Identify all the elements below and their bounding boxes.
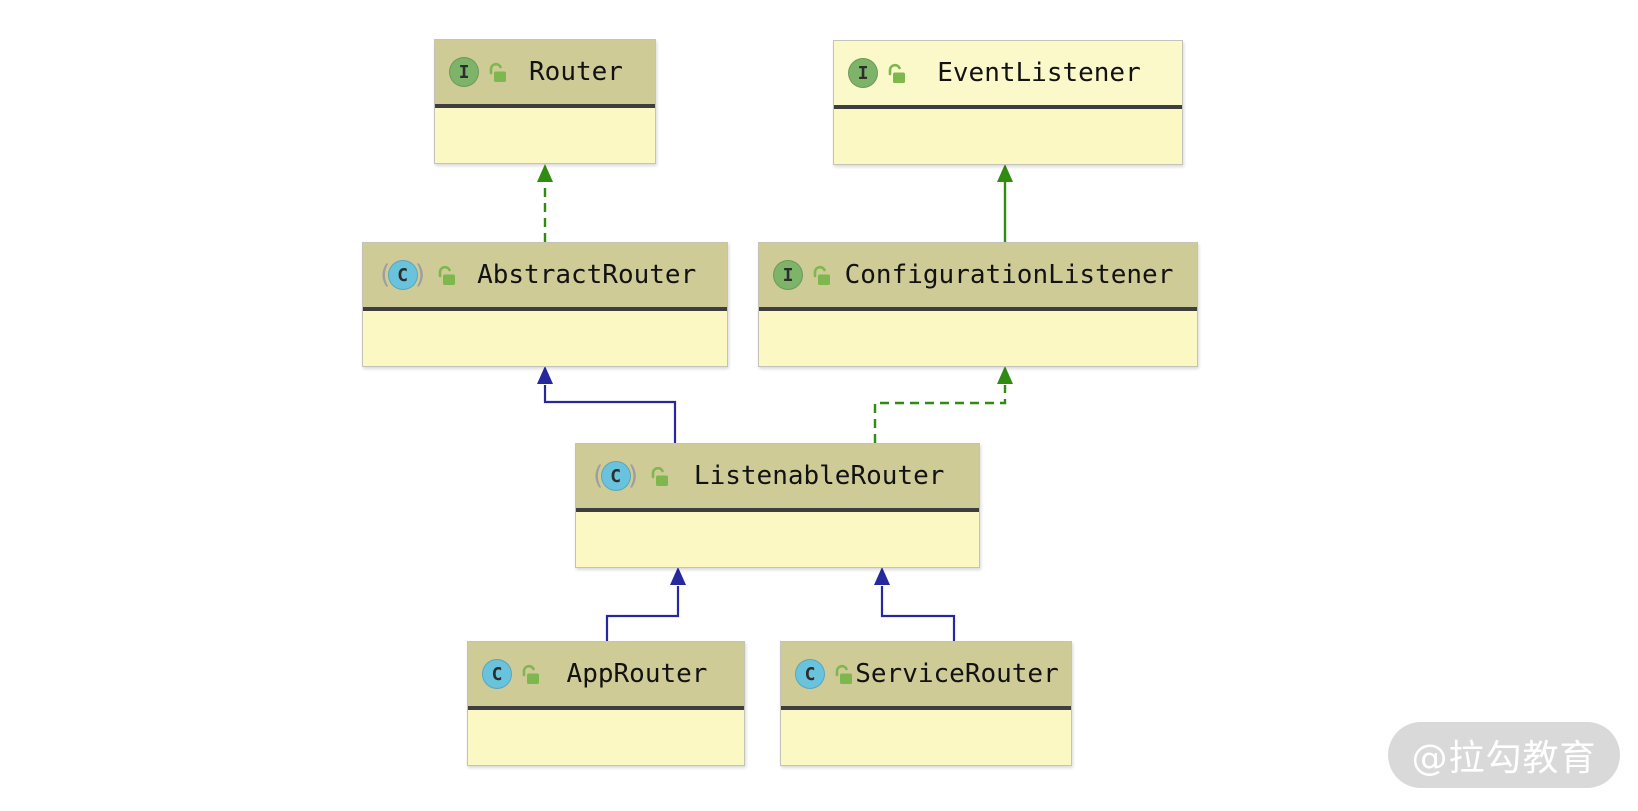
class-node-configurationlistener[interactable]: I ConfigurationListener <box>758 242 1198 367</box>
node-header: I Router <box>435 40 655 104</box>
node-header: ( C ) ListenableRouter <box>576 444 979 508</box>
class-icon: C <box>482 659 512 689</box>
edge-listenablerouter-implements-configurationlistener[interactable] <box>873 366 1013 443</box>
abstract-paren: ) <box>412 260 429 290</box>
unlock-icon <box>652 466 669 486</box>
arrowhead-up-icon <box>997 164 1013 182</box>
class-name: ConfigurationListener <box>844 260 1174 290</box>
header-separator <box>781 706 1071 710</box>
abstract-class-icon: ( C ) <box>590 461 641 491</box>
edge-approuter-extends-listenablerouter[interactable] <box>605 567 686 641</box>
arrowhead-up-icon <box>874 567 890 585</box>
icon-cluster: C <box>482 659 542 689</box>
unlock-icon <box>835 664 852 684</box>
edge-servicerouter-extends-listenablerouter[interactable] <box>874 567 956 641</box>
node-body <box>576 512 979 567</box>
icon-cluster: I <box>773 260 833 290</box>
class-name: Router <box>529 57 623 87</box>
arrowhead-up-icon <box>997 366 1013 384</box>
class-name: AppRouter <box>566 659 708 689</box>
header-separator <box>834 105 1182 109</box>
class-name: ServiceRouter <box>855 659 1059 689</box>
class-node-router[interactable]: I Router <box>434 39 656 164</box>
class-node-abstractrouter[interactable]: ( C ) AbstractRouter <box>362 242 728 367</box>
icon-cluster: I <box>449 57 509 87</box>
header-separator <box>363 307 727 311</box>
interface-icon: I <box>449 57 479 87</box>
class-node-approuter[interactable]: C AppRouter <box>467 641 745 766</box>
header-separator <box>576 508 979 512</box>
header-separator <box>759 307 1197 311</box>
arrowhead-up-icon <box>537 366 553 384</box>
node-header: I EventListener <box>834 41 1182 105</box>
class-name: ListenableRouter <box>693 461 945 491</box>
class-name: AbstractRouter <box>477 260 697 290</box>
node-header: I ConfigurationListener <box>759 243 1197 307</box>
interface-icon: I <box>773 260 803 290</box>
arrowhead-up-icon <box>537 164 553 182</box>
node-body <box>363 311 727 366</box>
class-icon: C <box>387 260 418 290</box>
unlock-icon <box>888 63 905 83</box>
node-header: C AppRouter <box>468 642 744 706</box>
edge-abstractrouter-implements-router[interactable] <box>537 164 553 242</box>
edge-configurationlistener-extends-eventlistener[interactable] <box>997 164 1013 242</box>
node-header: ( C ) AbstractRouter <box>363 243 727 307</box>
class-icon: C <box>600 461 631 491</box>
class-node-eventlistener[interactable]: I EventListener <box>833 40 1183 165</box>
header-separator <box>468 706 744 710</box>
class-name: EventListener <box>937 58 1141 88</box>
class-node-listenablerouter[interactable]: ( C ) ListenableRouter <box>575 443 980 568</box>
node-body <box>781 710 1071 765</box>
unlock-icon <box>813 265 830 285</box>
node-body <box>759 311 1197 366</box>
node-header: C ServiceRouter <box>781 642 1071 706</box>
node-body <box>435 108 655 163</box>
arrowhead-up-icon <box>670 567 686 585</box>
header-separator <box>435 104 655 108</box>
edge-listenablerouter-extends-abstractrouter[interactable] <box>537 366 677 443</box>
unlock-icon <box>439 265 456 285</box>
icon-cluster: ( C ) <box>377 260 458 290</box>
class-node-servicerouter[interactable]: C ServiceRouter <box>780 641 1072 766</box>
icon-cluster: C <box>795 659 855 689</box>
icon-cluster: I <box>848 58 908 88</box>
class-icon: C <box>795 659 825 689</box>
node-body <box>468 710 744 765</box>
icon-cluster: ( C ) <box>590 461 671 491</box>
interface-icon: I <box>848 58 878 88</box>
node-body <box>834 109 1182 164</box>
abstract-paren: ) <box>625 461 642 491</box>
unlock-icon <box>489 62 506 82</box>
abstract-class-icon: ( C ) <box>377 260 428 290</box>
watermark-badge: @拉勾教育 <box>1388 722 1620 788</box>
unlock-icon <box>522 664 539 684</box>
